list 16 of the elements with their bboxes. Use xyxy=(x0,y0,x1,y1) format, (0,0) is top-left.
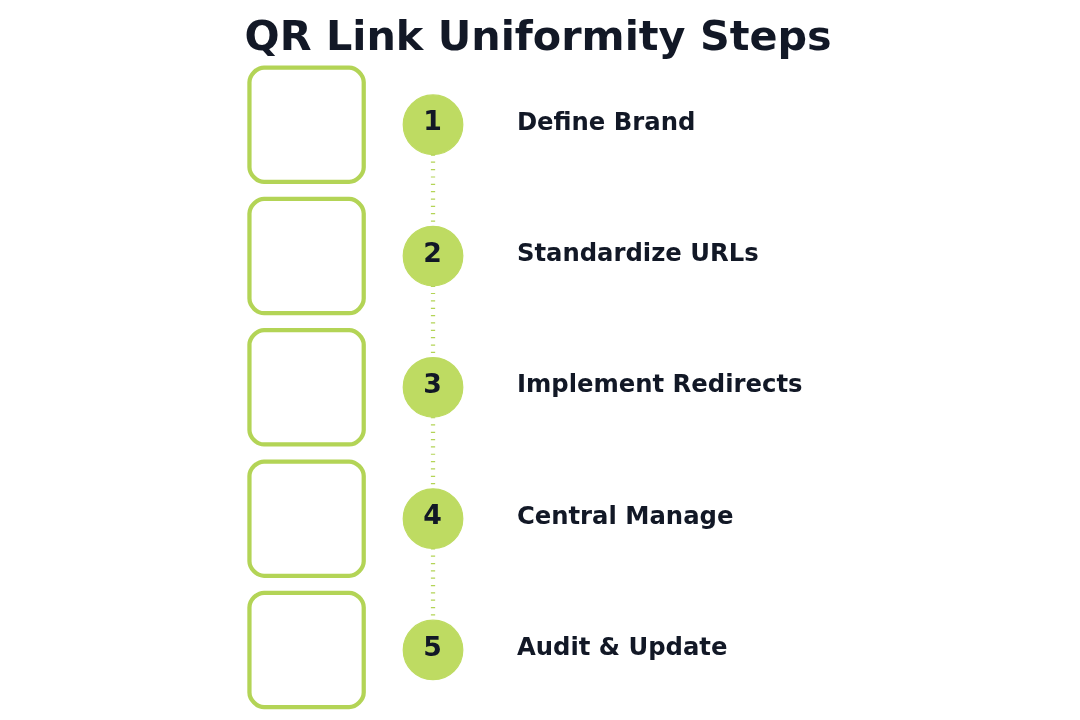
diagram-title: QR Link Uniformity Steps xyxy=(244,11,832,60)
node-label: Standardize URLs xyxy=(516,237,759,267)
node-circle: 4 xyxy=(402,488,464,550)
node-label: Central Manage xyxy=(516,500,734,530)
node-label: Define Brand xyxy=(516,106,696,136)
node-box xyxy=(247,590,366,710)
node-box xyxy=(247,196,366,316)
node-label: Audit & Update xyxy=(516,631,728,661)
node-label: Implement Redirects xyxy=(516,369,803,399)
node-box xyxy=(247,65,366,185)
node-box xyxy=(247,328,366,447)
node-box xyxy=(247,459,366,578)
node-circle: 5 xyxy=(402,619,464,681)
node-circle: 1 xyxy=(402,94,464,156)
node-circle: 3 xyxy=(402,356,464,418)
node-circle: 2 xyxy=(402,225,464,287)
